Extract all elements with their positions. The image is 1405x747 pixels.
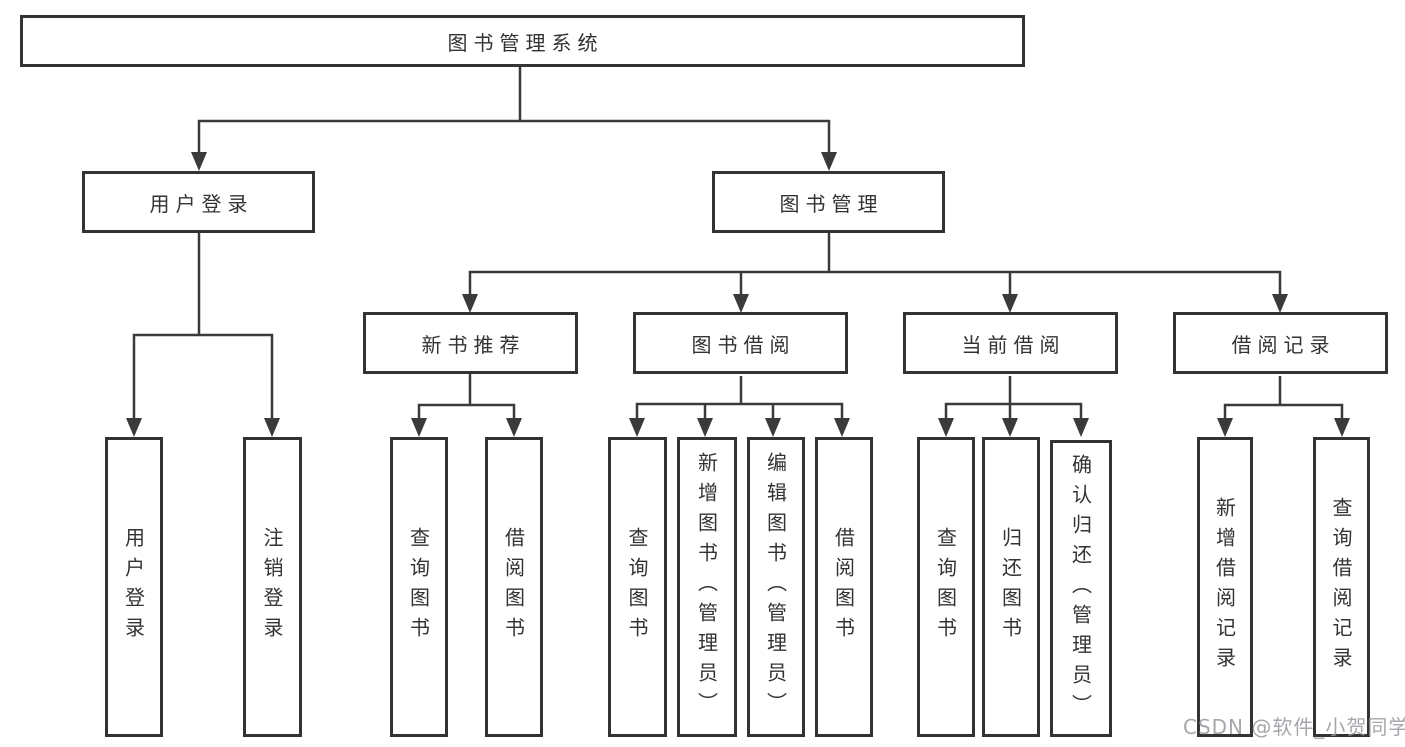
node-borrow-records-label: 借阅记录: [1231, 332, 1336, 357]
leaf-logout-label: 注销登录: [260, 527, 284, 647]
leaf-borrow-borrow-books: 借阅图书: [815, 437, 873, 737]
leaf-return-books-label: 归还图书: [998, 527, 1023, 647]
connector-bookmgmt-to-level3: [468, 233, 1282, 297]
leaf-confirm-return-admin-label: 确认归还（管理员）: [1068, 453, 1093, 724]
node-book-borrow-label: 图书借阅: [691, 332, 796, 357]
node-root: 图书管理系统: [20, 15, 1025, 67]
connector-userlogin-to-leaves: [132, 233, 274, 421]
leaf-logout: 注销登录: [243, 437, 302, 737]
csdn-watermark: CSDN @软件_小贺同学: [1183, 715, 1405, 739]
leaf-return-books: 归还图书: [982, 437, 1040, 737]
leaf-current-query-books: 查询图书: [917, 437, 975, 737]
node-new-book-recommend: 新书推荐: [363, 312, 578, 374]
leaf-edit-book-admin: 编辑图书（管理员）: [747, 437, 805, 737]
leaf-add-borrow-record-label: 新增借阅记录: [1212, 497, 1237, 677]
connector-newbooks-to-leaves: [417, 373, 516, 421]
node-book-borrow: 图书借阅: [633, 312, 848, 374]
leaf-current-query-books-label: 查询图书: [933, 527, 958, 647]
leaf-user-login-label: 用户登录: [121, 527, 146, 647]
leaf-add-book-admin: 新增图书（管理员）: [677, 437, 737, 737]
leaf-edit-book-admin-label: 编辑图书（管理员）: [763, 452, 788, 722]
arrowheads: [126, 152, 1350, 437]
node-borrow-records: 借阅记录: [1173, 312, 1388, 374]
node-user-login: 用户登录: [82, 171, 315, 233]
leaf-newbooks-borrow-books-label: 借阅图书: [501, 527, 526, 647]
node-user-login-label: 用户登录: [149, 191, 254, 216]
leaf-query-borrow-record-label: 查询借阅记录: [1329, 497, 1353, 677]
leaf-user-login: 用户登录: [105, 437, 163, 737]
leaf-newbooks-borrow-books: 借阅图书: [485, 437, 543, 737]
connector-currentborrow-to-leaves: [944, 376, 1083, 421]
node-book-management-label: 图书管理: [779, 191, 884, 216]
leaf-borrow-borrow-books-label: 借阅图书: [831, 527, 856, 647]
leaf-borrow-query-books-label: 查询图书: [625, 527, 649, 647]
node-current-borrow-label: 当前借阅: [961, 332, 1066, 357]
connector-borrowrecords-to-leaves: [1223, 376, 1344, 421]
node-root-label: 图书管理系统: [447, 30, 604, 55]
leaf-add-book-admin-label: 新增图书（管理员）: [694, 452, 719, 722]
leaf-newbooks-query-books: 查询图书: [390, 437, 448, 737]
node-new-book-recommend-label: 新书推荐: [421, 332, 526, 357]
node-book-management: 图书管理: [712, 171, 945, 233]
leaf-confirm-return-admin: 确认归还（管理员）: [1050, 440, 1112, 737]
leaf-borrow-query-books: 查询图书: [608, 437, 667, 737]
connector-bookborrow-to-leaves: [635, 376, 844, 421]
leaf-newbooks-query-books-label: 查询图书: [406, 527, 431, 647]
node-current-borrow: 当前借阅: [903, 312, 1118, 374]
connector-root-to-level2: [197, 67, 831, 155]
leaf-add-borrow-record: 新增借阅记录: [1197, 437, 1253, 737]
leaf-query-borrow-record: 查询借阅记录: [1313, 437, 1370, 737]
